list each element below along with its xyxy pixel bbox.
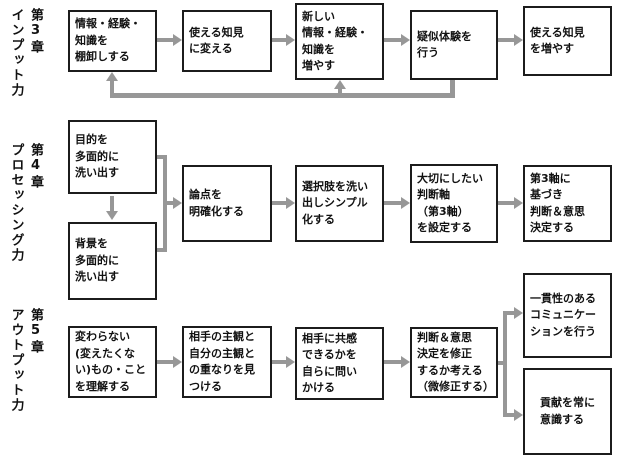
chapter-label-input: 第3章 インプット力: [6, 8, 45, 98]
flow-box-r2c4: 大切にしたい 判断軸 （第3軸） を設定する: [410, 164, 498, 243]
merge-line-top: [157, 155, 167, 159]
flow-box-text: 判断＆意思 決定を修正 するか考える （微修正する）: [417, 330, 494, 394]
flow-box-text: 情報・経験・ 知識を 棚卸しする: [75, 17, 141, 64]
flow-box-r3c3: 相手に共感 できるかを 自らに問い かける: [295, 327, 384, 400]
flow-arrow-right-icon: [384, 197, 410, 209]
flow-box-r1c5: 使える知見 を増やす: [523, 6, 612, 76]
flow-box-r2c1-bottom: 背景を 多面的に 洗い出す: [68, 222, 157, 300]
split-line-vertical: [503, 311, 507, 415]
flow-box-text: 貢献を常に 意識する: [540, 396, 595, 426]
feedback-line-horizontal: [110, 93, 455, 98]
flow-box-text: 相手に共感 できるかを 自らに問い かける: [302, 331, 357, 395]
flow-arrow-right-icon: [384, 34, 410, 46]
feedback-line-vertical: [450, 80, 455, 95]
flow-arrow-right-icon: [272, 356, 295, 368]
flow-arrow-right-icon: [272, 197, 295, 209]
split-line-stub: [498, 361, 507, 365]
flow-arrow-right-icon: [157, 34, 182, 46]
flow-box-r2c2: 論点を 明確化する: [182, 165, 272, 242]
flow-box-text: 新しい 情報・経験・ 知識を 増やす: [302, 9, 368, 73]
flow-box-text: 大切にしたい 判断軸 （第3軸） を設定する: [417, 171, 483, 235]
chapter-label-processing: 第4章 プロセッシング力: [6, 143, 45, 263]
flow-box-r1c2: 使える知見 に変える: [182, 10, 272, 72]
flow-arrow-right-icon: [165, 197, 182, 209]
flow-box-r1c3: 新しい 情報・経験・ 知識を 増やす: [295, 3, 384, 80]
feedback-arrow-up-icon: [334, 80, 346, 97]
flow-arrow-right-icon: [498, 34, 523, 46]
flow-box-text: 目的を 多面的に 洗い出す: [75, 133, 119, 180]
chapter-number: 第5章: [28, 308, 43, 355]
flow-box-r2c1-top: 目的を 多面的に 洗い出す: [68, 120, 157, 194]
flow-arrow-right-icon: [272, 34, 295, 46]
flow-box-text: 第3軸に 基づき 判断＆意思 決定する: [530, 171, 585, 235]
flow-box-text: 変わらない (変えたくな い)もの・こと を理解する: [75, 330, 147, 393]
flow-box-text: 選択肢を洗い 出しシンプル 化する: [302, 179, 368, 226]
flow-arrow-right-icon: [503, 409, 523, 421]
flow-box-r3c4: 判断＆意思 決定を修正 するか考える （微修正する）: [410, 327, 498, 398]
chapter-label-output: 第5章 アウトプット力: [6, 308, 45, 413]
flow-box-r3c5-bottom: 貢献を常に 意識する: [523, 368, 612, 455]
flow-box-r3c2: 相手の主観と 自分の主観と の重なりを見 つける: [182, 326, 272, 398]
chapter-skill: インプット力: [8, 8, 24, 98]
flow-box-text: 相手の主観と 自分の主観と の重なりを見 つける: [189, 330, 255, 393]
flow-arrow-right-icon: [498, 197, 523, 209]
flow-box-r1c1: 情報・経験・ 知識を 棚卸しする: [68, 10, 157, 72]
flow-box-r1c4: 疑似体験を 行う: [410, 10, 498, 80]
flow-arrow-right-icon: [503, 307, 523, 319]
flow-arrow-down-icon: [106, 196, 118, 220]
chapter-number: 第4章: [28, 143, 43, 190]
flow-arrow-right-icon: [157, 356, 182, 368]
flow-box-text: 使える知見 に変える: [189, 25, 244, 56]
chapter-skill: アウトプット力: [8, 308, 24, 413]
flow-box-r3c5-top: 一貫性のある コミュニケー ションを行う: [523, 273, 612, 358]
flow-box-text: 疑似体験を 行う: [417, 29, 472, 60]
flow-box-text: 論点を 明確化する: [189, 188, 244, 218]
flow-box-text: 使える知見 を増やす: [530, 25, 585, 56]
chapter-skill: プロセッシング力: [8, 143, 24, 263]
merge-line-bottom: [157, 248, 167, 252]
flow-box-r3c1: 変わらない (変えたくな い)もの・こと を理解する: [68, 326, 157, 398]
flow-arrow-right-icon: [384, 356, 410, 368]
flow-box-text: 一貫性のある コミュニケー ションを行う: [530, 291, 596, 338]
flow-box-r2c3: 選択肢を洗い 出しシンプル 化する: [295, 165, 384, 242]
chapter-number: 第3章: [28, 8, 43, 55]
flow-box-text: 背景を 多面的に 洗い出す: [75, 237, 119, 284]
flow-box-r2c5: 第3軸に 基づき 判断＆意思 決定する: [523, 165, 612, 242]
feedback-arrow-up-icon: [106, 72, 118, 97]
